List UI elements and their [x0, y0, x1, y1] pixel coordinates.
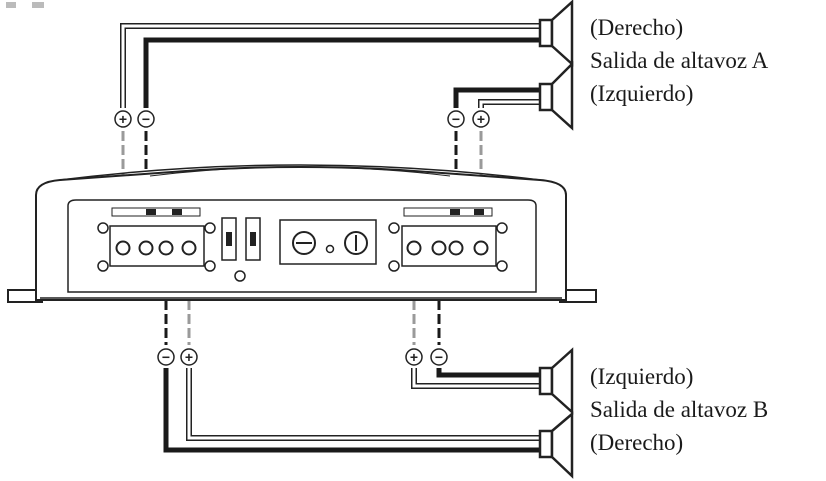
speaker-a-right-label: (Derecho): [590, 15, 684, 40]
speaker-a-right-icon: [538, 0, 574, 67]
speaker-b-left-label: (Izquierdo): [590, 364, 694, 389]
speaker-a-title: Salida de altavoz A: [590, 48, 769, 73]
terminal-left-2: [138, 240, 154, 256]
positive-marker-icon: [180, 348, 198, 366]
wire-b-right-positive: [186, 368, 540, 441]
positive-symbol: +: [477, 111, 485, 127]
screw-icon: [97, 260, 109, 272]
positive-symbol: +: [185, 349, 193, 365]
polarity-symbols: + − − + − + + −: [119, 111, 485, 365]
screw-icon: [97, 222, 109, 234]
negative-symbol: −: [452, 111, 460, 127]
screw-icon: [204, 222, 216, 234]
speakers: [538, 0, 574, 479]
terminal-block-left: [97, 207, 216, 272]
terminal-block-right: [388, 207, 508, 272]
screw-icon: [496, 222, 508, 234]
terminal-left-3: [158, 240, 174, 256]
terminal-left-4: [181, 240, 197, 256]
header-marks: [6, 2, 44, 8]
negative-marker-icon: [137, 110, 155, 128]
terminal-right-2: [431, 240, 447, 256]
positive-marker-icon: [114, 110, 132, 128]
wire-a-left-negative: [453, 87, 540, 108]
positive-marker-icon: [472, 110, 490, 128]
speaker-a-left-icon: [538, 60, 574, 131]
negative-marker-icon: [430, 348, 448, 366]
screw-icon: [234, 270, 246, 282]
speaker-b-title: Salida de altavoz B: [590, 397, 769, 422]
mounting-foot-left: [7, 289, 43, 303]
wire-b-left-negative: [436, 368, 540, 378]
indicator-led: [325, 244, 335, 254]
speaker-b-right-label: (Derecho): [590, 430, 684, 455]
screw-icon: [204, 260, 216, 272]
positive-marker-icon: [405, 348, 423, 366]
positive-symbol: +: [119, 111, 127, 127]
wire-a-right-negative: [143, 37, 540, 108]
screw-icon: [388, 222, 400, 234]
screw-icon: [388, 260, 400, 272]
positive-symbol: +: [410, 349, 418, 365]
speaker-b-right-icon: [538, 411, 574, 479]
negative-marker-icon: [447, 110, 465, 128]
terminal-right-1: [406, 240, 422, 256]
negative-symbol: −: [142, 111, 150, 127]
speaker-a-left-label: (Izquierdo): [590, 81, 694, 106]
terminal-right-3: [448, 240, 464, 256]
terminal-right-4: [473, 240, 489, 256]
polarity-markers: [114, 110, 490, 366]
center-controls: [221, 217, 377, 282]
screw-icon: [496, 260, 508, 272]
wire-b-right-negative: [163, 368, 540, 453]
negative-marker-icon: [157, 348, 175, 366]
terminal-left-1: [115, 240, 131, 256]
negative-symbol: −: [435, 349, 443, 365]
negative-symbol: −: [162, 349, 170, 365]
speaker-b-left-icon: [538, 347, 574, 415]
